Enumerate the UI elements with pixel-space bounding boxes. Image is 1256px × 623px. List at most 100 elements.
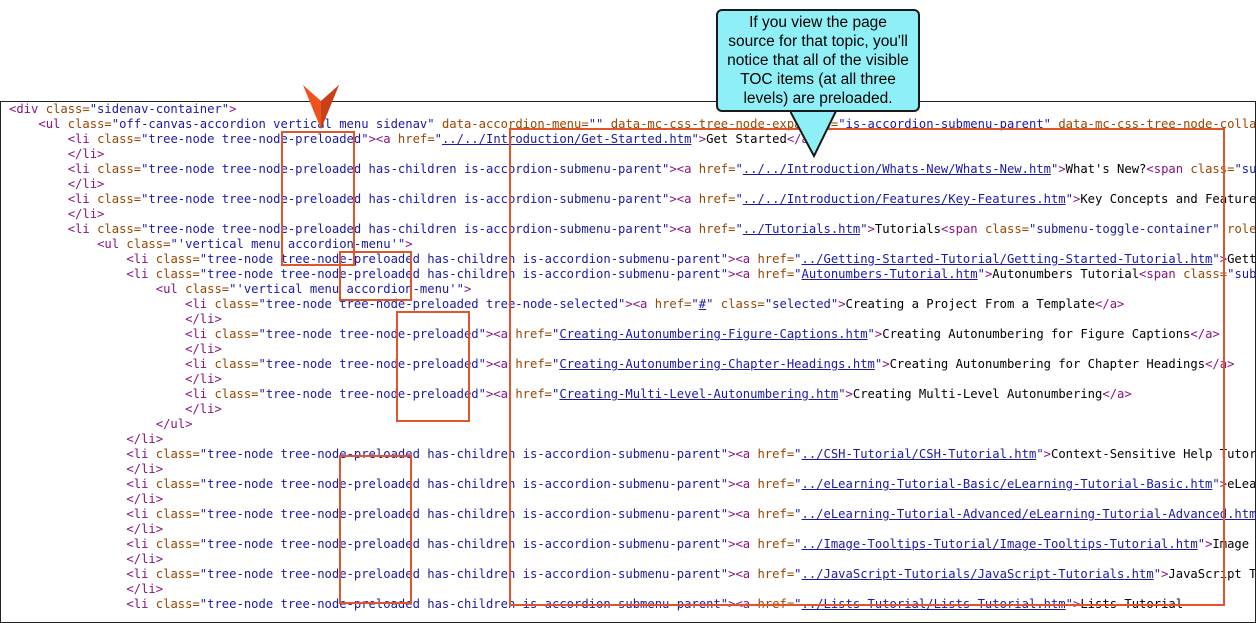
code-token: "off-canvas-accordion vertical menu side… xyxy=(112,117,435,131)
href-link[interactable]: ../eLearning-Tutorial-Basic/eLearning-Tu… xyxy=(802,477,1213,491)
href-link[interactable]: ../Lists-Tutorial/Lists-Tutorial.htm xyxy=(802,597,1066,611)
code-token: " xyxy=(1154,567,1161,581)
source-line: <li class="tree-node tree-node-preloaded… xyxy=(1,192,1256,207)
href-link[interactable]: Creating-Autonumbering-Chapter-Headings.… xyxy=(559,357,875,371)
code-token: </li> xyxy=(185,342,222,356)
source-line: </li> xyxy=(1,402,1256,417)
callout-note: If you view the page source for that top… xyxy=(716,9,920,112)
code-token: > xyxy=(882,357,889,371)
code-token: ><a xyxy=(486,327,515,341)
href-link[interactable]: # xyxy=(699,297,706,311)
code-token: ><a xyxy=(625,297,654,311)
href-link[interactable]: ../../Introduction/Whats-New/Whats-New.h… xyxy=(743,162,1051,176)
code-token: "tree-node tree-node-preloaded" xyxy=(259,387,486,401)
source-line: <li class="tree-node tree-node-preloaded… xyxy=(1,387,1256,402)
code-token: " xyxy=(1036,447,1043,461)
page-source-viewer: <div class="sidenav-container"> <ul clas… xyxy=(0,101,1256,623)
code-token: > xyxy=(868,222,875,236)
code-token: </a> xyxy=(1102,387,1131,401)
code-token: ><a xyxy=(486,387,515,401)
code-token: "submenu- xyxy=(1227,267,1256,281)
href-link[interactable]: Creating-Multi-Level-Autonumbering.htm xyxy=(559,387,838,401)
code-token: > xyxy=(838,297,845,311)
code-token: Creating Autonumbering for Chapter Headi… xyxy=(890,357,1206,371)
code-token: Autonumbers Tutorial xyxy=(992,267,1139,281)
code-token: </a> xyxy=(1095,297,1124,311)
code-token: </li> xyxy=(126,582,163,596)
code-token: "sidenav-container" xyxy=(90,102,229,116)
arrow-down-icon xyxy=(301,83,341,131)
href-link[interactable]: ../CSH-Tutorial/CSH-Tutorial.htm xyxy=(802,447,1037,461)
code-token: class= xyxy=(713,297,764,311)
code-token: ><a xyxy=(669,222,698,236)
code-token: " xyxy=(868,327,875,341)
code-token: " xyxy=(691,297,698,311)
code-token: "'vertical menu accordion-menu'" xyxy=(170,237,405,251)
source-line: </ul> xyxy=(1,417,1256,432)
code-token: "tree-node tree-node-preloaded has-child… xyxy=(200,477,728,491)
source-line: </li> xyxy=(1,207,1256,222)
code-token: "tree-node tree-node-preloaded has-child… xyxy=(141,162,669,176)
callout-text: If you view the page source for that top… xyxy=(724,13,912,108)
code-token: " xyxy=(978,267,985,281)
code-token: " xyxy=(1212,477,1219,491)
href-link[interactable]: ../../Introduction/Features/Key-Features… xyxy=(743,192,1066,206)
code-token: <li xyxy=(185,387,214,401)
href-link[interactable]: ../JavaScript-Tutorials/JavaScript-Tutor… xyxy=(802,567,1154,581)
href-link[interactable]: Autonumbers-Tutorial.htm xyxy=(802,267,978,281)
code-token: ><a xyxy=(669,162,698,176)
code-token: class= xyxy=(156,477,200,491)
code-token: " xyxy=(1212,252,1219,266)
href-link[interactable]: ../eLearning-Tutorial-Advanced/eLearning… xyxy=(802,507,1256,521)
code-token: " xyxy=(1066,597,1073,611)
code-token: "tree-node tree-node-preloaded" xyxy=(141,132,368,146)
code-token: Get Started xyxy=(706,132,787,146)
code-token: > xyxy=(229,102,236,116)
code-token: href= xyxy=(757,252,794,266)
code-token: </li> xyxy=(126,492,163,506)
code-token: ><a xyxy=(728,477,757,491)
source-line: <li class="tree-node tree-node-preloaded… xyxy=(1,537,1256,552)
code-token: Creating Autonumbering for Figure Captio… xyxy=(882,327,1190,341)
code-token: href= xyxy=(699,162,736,176)
code-token: class= xyxy=(97,192,141,206)
code-token: ><a xyxy=(728,597,757,611)
href-link[interactable]: ../Tutorials.htm xyxy=(743,222,860,236)
code-token: href= xyxy=(757,537,794,551)
href-link[interactable]: ../../Introduction/Get-Started.htm xyxy=(442,132,691,146)
code-token: " xyxy=(435,132,442,146)
source-line: </li> xyxy=(1,492,1256,507)
code-token: class= xyxy=(156,567,200,581)
code-token: eLearning xyxy=(1227,477,1256,491)
code-token: <li xyxy=(126,567,155,581)
code-token: <span xyxy=(1139,267,1183,281)
code-token: > xyxy=(405,237,412,251)
code-token: class= xyxy=(46,102,90,116)
code-token: ><a xyxy=(369,132,398,146)
code-token: href= xyxy=(757,477,794,491)
code-token: "tree-node tree-node-preloaded has-child… xyxy=(200,507,728,521)
code-token: href= xyxy=(757,447,794,461)
callout-pointer xyxy=(790,110,840,160)
code-token: </a> xyxy=(1205,357,1234,371)
code-token: href= xyxy=(515,327,552,341)
code-token: " xyxy=(860,222,867,236)
source-line: </li> xyxy=(1,312,1256,327)
code-token: Creating Multi-Level Autonumbering xyxy=(853,387,1102,401)
code-token: class= xyxy=(185,282,229,296)
code-token: " xyxy=(838,387,845,401)
code-token: > xyxy=(464,282,471,296)
code-token: "selected" xyxy=(765,297,838,311)
source-line: <li class="tree-node tree-node-preloaded… xyxy=(1,267,1256,282)
code-token: href= xyxy=(398,132,435,146)
code-token: "tree-node tree-node-preloaded has-child… xyxy=(200,447,728,461)
code-token: JavaScript Tutori xyxy=(1168,567,1256,581)
href-link[interactable]: Creating-Autonumbering-Figure-Captions.h… xyxy=(559,327,867,341)
code-token: > xyxy=(1220,252,1227,266)
source-line: <li class="tree-node tree-node-preloaded… xyxy=(1,132,1256,147)
code-token: <li xyxy=(126,252,155,266)
source-line: <li class="tree-node tree-node-preloaded… xyxy=(1,252,1256,267)
href-link[interactable]: ../Image-Tooltips-Tutorial/Image-Tooltip… xyxy=(802,537,1198,551)
code-token: class= xyxy=(214,327,258,341)
href-link[interactable]: ../Getting-Started-Tutorial/Getting-Star… xyxy=(802,252,1213,266)
